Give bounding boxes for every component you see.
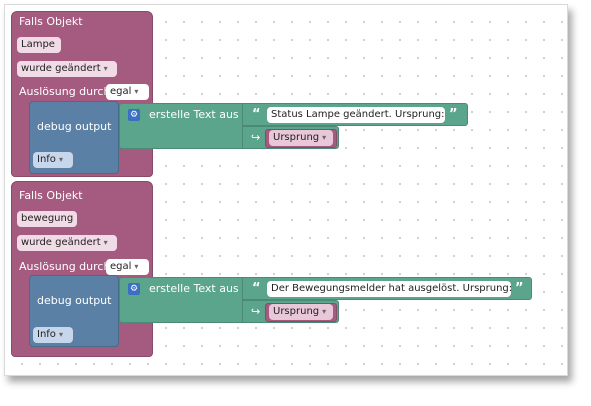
trigger-dropdown-1[interactable]: wurde geändert▾ [17,61,117,77]
chevron-down-icon: ▾ [322,307,327,316]
object-field-1-value: Lampe [21,39,55,50]
object-field-2[interactable]: bewegung [17,211,77,227]
trigger-dropdown-2[interactable]: wurde geändert▾ [17,235,117,251]
level-dropdown-2[interactable]: Info▾ [33,327,73,343]
trigger-by-label-1: Auslösung durch [19,85,111,98]
chevron-down-icon: ▾ [58,330,63,339]
quote-close-icon: ” [449,107,458,122]
debug-output-label-1: debug output [37,120,112,133]
workspace-canvas[interactable]: Falls Objekt Lampe wurde geändert▾ Auslö… [4,4,568,376]
trigger-dropdown-1-value: wurde geändert [21,63,101,74]
event-block-2-title: Falls Objekt [19,189,83,202]
origin-dropdown-1[interactable]: Ursprung▾ [269,130,333,146]
trigger-by-dropdown-2[interactable]: egal▾ [106,259,149,275]
return-arrow-icon: ↪ [251,131,261,144]
origin-dropdown-1-value: Ursprung [273,132,320,143]
gear-icon[interactable]: ⚙ [128,109,140,121]
trigger-by-dropdown-2-value: egal [110,261,132,272]
trigger-by-dropdown-1[interactable]: egal▾ [106,84,149,100]
chevron-down-icon: ▾ [134,87,139,96]
chevron-down-icon: ▾ [322,133,327,142]
text-input-2-value: Der Bewegungsmelder hat ausgelöst. Urspr… [271,283,513,294]
chevron-down-icon: ▾ [134,262,139,271]
trigger-by-dropdown-1-value: egal [110,86,132,97]
chevron-down-icon: ▾ [103,238,108,247]
quote-close-icon: ” [515,281,524,296]
origin-dropdown-2-value: Ursprung [273,306,320,317]
return-arrow-icon: ↪ [251,305,261,318]
chevron-down-icon: ▾ [58,155,63,164]
create-text-label-1: erstelle Text aus [149,108,239,121]
chevron-down-icon: ▾ [103,64,108,73]
level-dropdown-1[interactable]: Info▾ [33,152,73,168]
object-field-2-value: bewegung [21,213,74,224]
level-dropdown-2-value: Info [37,329,56,340]
quote-open-icon: “ [252,281,261,296]
gear-icon[interactable]: ⚙ [128,283,140,295]
trigger-dropdown-2-value: wurde geändert [21,237,101,248]
text-input-1[interactable]: Status Lampe geändert. Ursprung: [267,107,445,123]
quote-open-icon: “ [252,107,261,122]
level-dropdown-1-value: Info [37,154,56,165]
create-text-label-2: erstelle Text aus [149,282,239,295]
event-block-1-title: Falls Objekt [19,15,83,28]
trigger-by-label-2: Auslösung durch [19,260,111,273]
text-input-2[interactable]: Der Bewegungsmelder hat ausgelöst. Urspr… [267,281,513,297]
event-block-1-footer [11,171,153,177]
debug-output-label-2: debug output [37,294,112,307]
text-input-1-value: Status Lampe geändert. Ursprung: [271,109,445,120]
object-field-1[interactable]: Lampe [17,37,61,53]
origin-dropdown-2[interactable]: Ursprung▾ [269,304,333,320]
